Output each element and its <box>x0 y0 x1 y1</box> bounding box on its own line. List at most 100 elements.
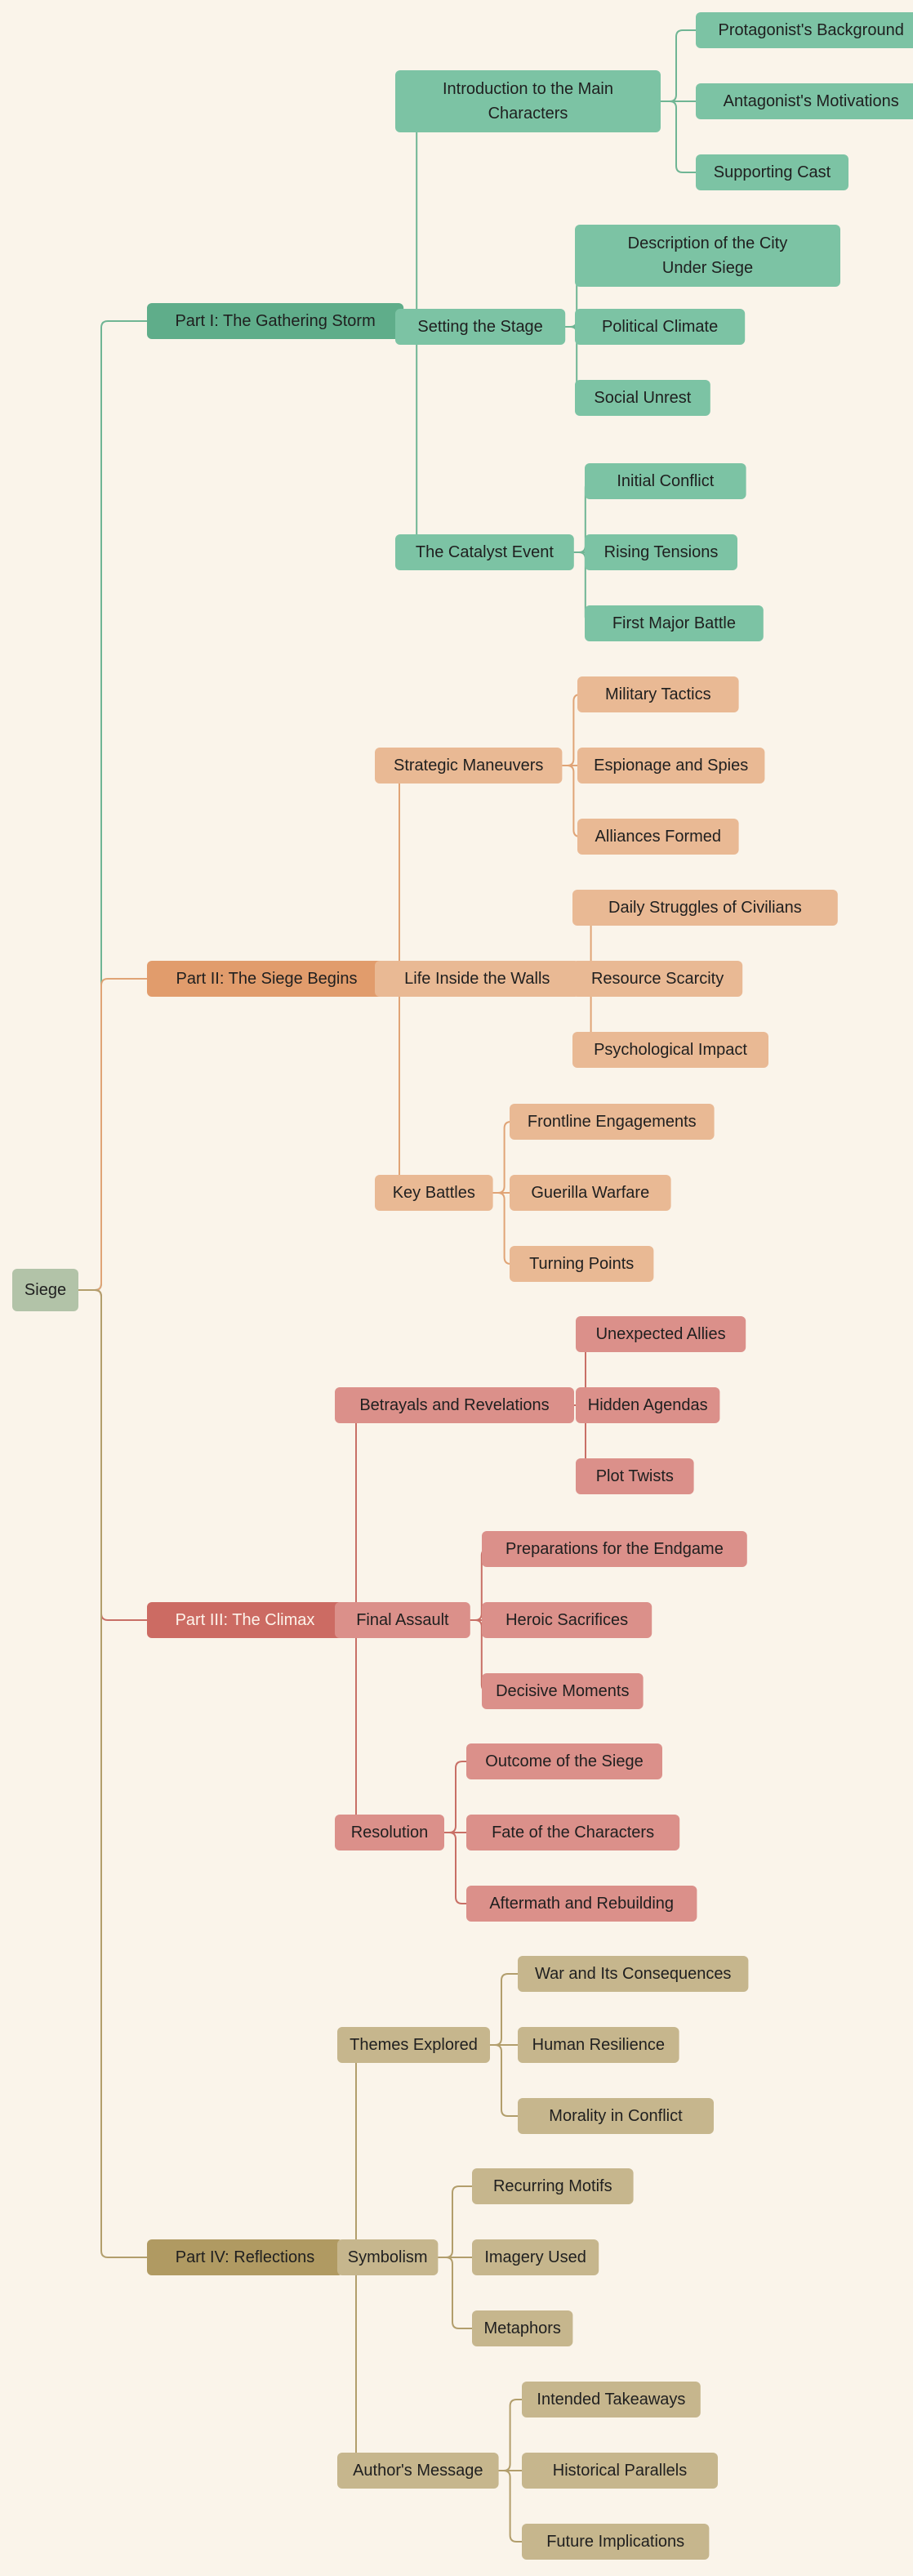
subtopic-decisive-moments[interactable]: Decisive Moments <box>482 1673 644 1709</box>
section-part-ii-the-siege-begins-label: Part II: The Siege Begins <box>176 970 358 988</box>
topic-key-battles-connector <box>375 978 407 1194</box>
subtopic-rising-tensions-label: Rising Tensions <box>604 543 719 561</box>
subtopic-human-resilience-label: Human Resilience <box>532 2036 665 2054</box>
subtopic-first-major-battle[interactable]: First Major Battle <box>585 605 764 641</box>
topic-key-battles-label: Key Battles <box>393 1184 475 1202</box>
topic-symbolism-box <box>337 2239 439 2275</box>
subtopic-political-climate[interactable]: Political Climate <box>575 309 746 345</box>
subtopic-aftermath-and-rebuilding[interactable]: Aftermath and Rebuilding <box>466 1886 697 1922</box>
topic-life-inside-the-walls-label: Life Inside the Walls <box>404 970 550 988</box>
subtopic-war-and-its-consequences[interactable]: War and Its Consequences <box>518 1956 749 1992</box>
subtopic-intended-takeaways-connector <box>498 2399 522 2471</box>
topic-themes-explored-label: Themes Explored <box>350 2036 478 2054</box>
subtopic-political-climate-label: Political Climate <box>602 318 718 336</box>
topic-setting-the-stage-box <box>395 309 566 345</box>
topic-the-catalyst-event-label: The Catalyst Event <box>416 543 554 561</box>
subtopic-guerilla-warfare[interactable]: Guerilla Warfare <box>510 1175 671 1211</box>
subtopic-social-unrest[interactable]: Social Unrest <box>575 380 710 416</box>
subtopic-recurring-motifs[interactable]: Recurring Motifs <box>472 2168 634 2204</box>
topic-key-battles[interactable]: Key Battles <box>375 1175 493 1211</box>
subtopic-frontline-engagements-connector <box>492 1121 511 1194</box>
subtopic-unexpected-allies-label: Unexpected Allies <box>596 1325 726 1343</box>
topic-life-inside-the-walls[interactable]: Life Inside the Walls <box>375 961 580 997</box>
subtopic-preparations-for-the-endgame[interactable]: Preparations for the Endgame <box>482 1531 747 1567</box>
subtopic-rising-tensions-box <box>585 534 737 570</box>
subtopic-unexpected-allies[interactable]: Unexpected Allies <box>576 1316 746 1352</box>
subtopic-war-and-its-consequences-connector <box>490 1973 518 2046</box>
subtopic-first-major-battle-box <box>585 605 764 641</box>
subtopic-plot-twists[interactable]: Plot Twists <box>576 1458 694 1494</box>
topic-betrayals-and-revelations[interactable]: Betrayals and Revelations <box>335 1387 574 1423</box>
subtopic-military-tactics[interactable]: Military Tactics <box>577 676 739 712</box>
subtopic-daily-struggles-of-civilians-label: Daily Struggles of Civilians <box>608 899 802 917</box>
section-part-iv-reflections-connector <box>78 1289 147 2258</box>
subtopic-future-implications-box <box>522 2524 710 2560</box>
subtopic-outcome-of-the-siege-label: Outcome of the Siege <box>485 1752 643 1770</box>
topic-strategic-maneuvers[interactable]: Strategic Maneuvers <box>375 748 563 784</box>
topic-betrayals-and-revelations-box <box>335 1387 574 1423</box>
subtopic-resource-scarcity-box <box>572 961 743 997</box>
subtopic-description-of-the-city-under-siege-box <box>575 225 840 287</box>
topic-author-s-message[interactable]: Author's Message <box>337 2453 499 2489</box>
subtopic-frontline-engagements[interactable]: Frontline Engagements <box>510 1104 715 1140</box>
section-part-ii-the-siege-begins-connector <box>78 978 147 1291</box>
section-part-iii-the-climax-label: Part III: The Climax <box>176 1611 315 1629</box>
subtopic-outcome-of-the-siege[interactable]: Outcome of the Siege <box>466 1743 662 1779</box>
subtopic-metaphors[interactable]: Metaphors <box>472 2310 573 2346</box>
topic-resolution[interactable]: Resolution <box>335 1815 444 1851</box>
subtopic-alliances-formed[interactable]: Alliances Formed <box>577 819 739 855</box>
subtopic-fate-of-the-characters[interactable]: Fate of the Characters <box>466 1815 680 1851</box>
subtopic-turning-points[interactable]: Turning Points <box>510 1246 654 1282</box>
subtopic-war-and-its-consequences-label: War and Its Consequences <box>535 1965 732 1983</box>
section-part-ii-the-siege-begins[interactable]: Part II: The Siege Begins <box>147 961 386 997</box>
subtopic-aftermath-and-rebuilding-box <box>466 1886 697 1922</box>
subtopic-historical-parallels[interactable]: Historical Parallels <box>522 2453 718 2489</box>
subtopic-psychological-impact[interactable]: Psychological Impact <box>572 1032 768 1068</box>
subtopic-political-climate-box <box>575 309 746 345</box>
section-part-iii-the-climax[interactable]: Part III: The Climax <box>147 1602 343 1638</box>
topic-themes-explored[interactable]: Themes Explored <box>337 2027 490 2063</box>
subtopic-guerilla-warfare-label: Guerilla Warfare <box>531 1184 649 1202</box>
topic-betrayals-and-revelations-connector <box>335 1404 363 1621</box>
subtopic-resource-scarcity[interactable]: Resource Scarcity <box>572 961 743 997</box>
topic-introduction-to-the-main-characters-label: Introduction to the Main <box>443 80 613 98</box>
section-part-iv-reflections-box <box>147 2239 343 2275</box>
subtopic-initial-conflict[interactable]: Initial Conflict <box>585 463 746 499</box>
subtopic-heroic-sacrifices[interactable]: Heroic Sacrifices <box>482 1602 652 1638</box>
root-node-siege-box <box>12 1269 78 1311</box>
subtopic-future-implications[interactable]: Future Implications <box>522 2524 710 2560</box>
subtopic-imagery-used[interactable]: Imagery Used <box>472 2239 599 2275</box>
root-node-siege[interactable]: Siege <box>12 1269 78 1311</box>
subtopic-rising-tensions[interactable]: Rising Tensions <box>585 534 737 570</box>
subtopic-heroic-sacrifices-box <box>482 1602 652 1638</box>
subtopic-guerilla-warfare-box <box>510 1175 671 1211</box>
subtopic-intended-takeaways[interactable]: Intended Takeaways <box>522 2382 701 2418</box>
subtopic-daily-struggles-of-civilians[interactable]: Daily Struggles of Civilians <box>572 890 838 926</box>
subtopic-espionage-and-spies-label: Espionage and Spies <box>594 757 748 775</box>
subtopic-social-unrest-label: Social Unrest <box>594 389 691 407</box>
subtopic-supporting-cast[interactable]: Supporting Cast <box>696 154 848 190</box>
topic-setting-the-stage[interactable]: Setting the Stage <box>395 309 566 345</box>
topic-the-catalyst-event[interactable]: The Catalyst Event <box>395 534 574 570</box>
subtopic-antagonist-s-motivations-label: Antagonist's Motivations <box>724 92 899 110</box>
subtopic-human-resilience[interactable]: Human Resilience <box>518 2027 679 2063</box>
subtopic-morality-in-conflict[interactable]: Morality in Conflict <box>518 2098 714 2134</box>
topic-the-catalyst-event-connector <box>395 320 424 553</box>
subtopic-hidden-agendas[interactable]: Hidden Agendas <box>576 1387 720 1423</box>
topic-final-assault[interactable]: Final Assault <box>335 1602 470 1638</box>
subtopic-protagonist-s-background[interactable]: Protagonist's Background <box>696 12 913 48</box>
subtopic-espionage-and-spies-box <box>577 748 765 784</box>
section-part-i-the-gathering-storm[interactable]: Part I: The Gathering Storm <box>147 303 404 339</box>
topic-strategic-maneuvers-connector <box>375 765 407 980</box>
subtopic-daily-struggles-of-civilians-box <box>572 890 838 926</box>
subtopic-aftermath-and-rebuilding-label: Aftermath and Rebuilding <box>489 1895 674 1913</box>
section-part-iv-reflections[interactable]: Part IV: Reflections <box>147 2239 343 2275</box>
subtopic-fate-of-the-characters-box <box>466 1815 680 1851</box>
topic-symbolism[interactable]: Symbolism <box>337 2239 439 2275</box>
subtopic-espionage-and-spies[interactable]: Espionage and Spies <box>577 748 765 784</box>
subtopic-antagonist-s-motivations[interactable]: Antagonist's Motivations <box>696 83 913 119</box>
subtopic-preparations-for-the-endgame-box <box>482 1531 747 1567</box>
